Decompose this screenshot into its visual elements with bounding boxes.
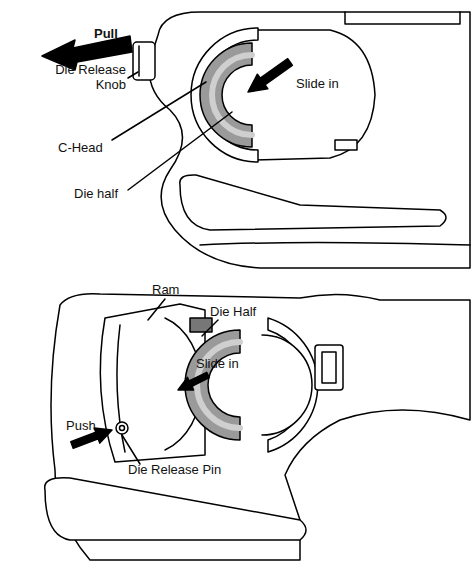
jaw-cavity	[255, 30, 375, 160]
top-step	[345, 12, 460, 24]
part-label: C-Head	[58, 140, 118, 155]
latch-inner	[322, 352, 336, 383]
handle-grip	[45, 478, 306, 540]
latch	[315, 345, 343, 390]
tool-body-outline	[149, 12, 470, 268]
part-label: Push	[66, 418, 116, 433]
jaw-tab	[335, 140, 357, 150]
pin-center	[120, 426, 125, 431]
slide-in-arrow	[248, 59, 292, 92]
die-half-top	[200, 43, 252, 147]
part-label: Die half	[74, 186, 134, 201]
part-label: Slide in	[196, 356, 266, 371]
leader-line	[148, 299, 165, 320]
leader-line	[122, 435, 140, 464]
part-label: Die Release Pin	[128, 462, 258, 477]
part-label: Die Half	[210, 304, 280, 319]
tool-edge	[200, 243, 470, 246]
die-groove	[197, 342, 240, 428]
die-half-other	[262, 335, 312, 435]
leader-line	[128, 112, 232, 190]
handle-grip	[180, 175, 446, 230]
part-label: Ram	[152, 282, 192, 297]
c-head-frame	[191, 28, 258, 162]
leader-line	[112, 82, 206, 140]
leader-line	[128, 72, 138, 78]
part-label: Die Release Knob	[50, 62, 126, 92]
part-label: Slide in	[296, 76, 366, 91]
slide-in-arrow	[178, 372, 209, 390]
die-release-knob	[133, 42, 155, 80]
die-release-pin	[116, 422, 128, 434]
leader-line	[202, 320, 218, 336]
part-label: Pull	[94, 26, 134, 41]
